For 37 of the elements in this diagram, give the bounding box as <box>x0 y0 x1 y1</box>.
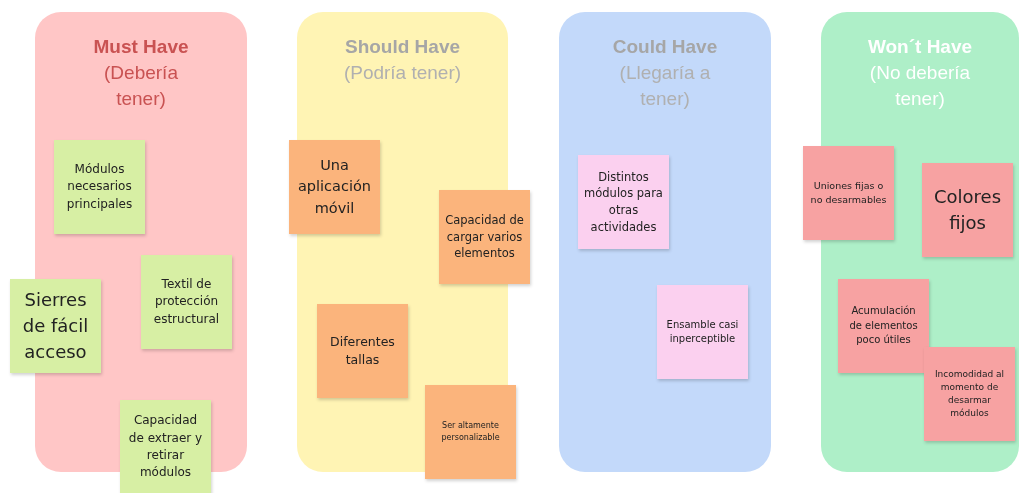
note-text: Acumulación de elementos poco útiles <box>848 304 919 348</box>
column-subtitle: (Podría tener) <box>342 61 463 85</box>
note-text: Sierres de fácil acceso <box>21 287 90 365</box>
note-text: Distintos módulos para otras actividades <box>584 168 663 236</box>
note-text: Ser altamente personalizable <box>440 420 501 444</box>
sticky-note <box>924 347 1015 441</box>
note-text: Incomodidad al momento de desarmar módulos <box>933 367 1006 421</box>
sticky-note <box>141 255 232 349</box>
sticky-note <box>289 140 380 234</box>
sticky-note <box>10 279 101 373</box>
sticky-note <box>657 285 748 379</box>
sticky-note <box>54 140 145 234</box>
sticky-note <box>439 190 530 284</box>
note-text: Ensamble casi inperceptible <box>665 317 740 346</box>
column-title: Must Have <box>92 36 190 58</box>
column-title: Should Have <box>343 36 462 58</box>
note-text: Textil de protección estructural <box>152 275 221 328</box>
sticky-note <box>317 304 408 398</box>
column-subtitle: (No debería tener) <box>868 61 972 111</box>
sticky-note <box>838 279 929 373</box>
sticky-note <box>120 400 211 493</box>
column-subtitle: (Debería tener) <box>103 61 179 111</box>
note-text: Diferentes tallas <box>329 332 396 369</box>
sticky-note <box>578 155 669 249</box>
sticky-note <box>803 146 894 240</box>
column-title: Could Have <box>611 36 719 58</box>
category-column <box>559 12 771 472</box>
sticky-note <box>425 385 516 479</box>
note-text: Colores fijos <box>932 184 1003 235</box>
note-text: Capacidad de cargar varios elementos <box>445 212 524 262</box>
column-subtitle: (Llegaría a tener) <box>618 61 712 111</box>
note-text: Capacidad de extraer y retirar módulos <box>127 412 204 482</box>
note-text: Una aplicación móvil <box>296 156 373 218</box>
note-text: Módulos necesarios principales <box>65 160 134 213</box>
sticky-note <box>922 163 1013 257</box>
note-text: Uniones fijas o no desarmables <box>809 179 888 207</box>
column-title: Won´t Have <box>866 36 974 58</box>
